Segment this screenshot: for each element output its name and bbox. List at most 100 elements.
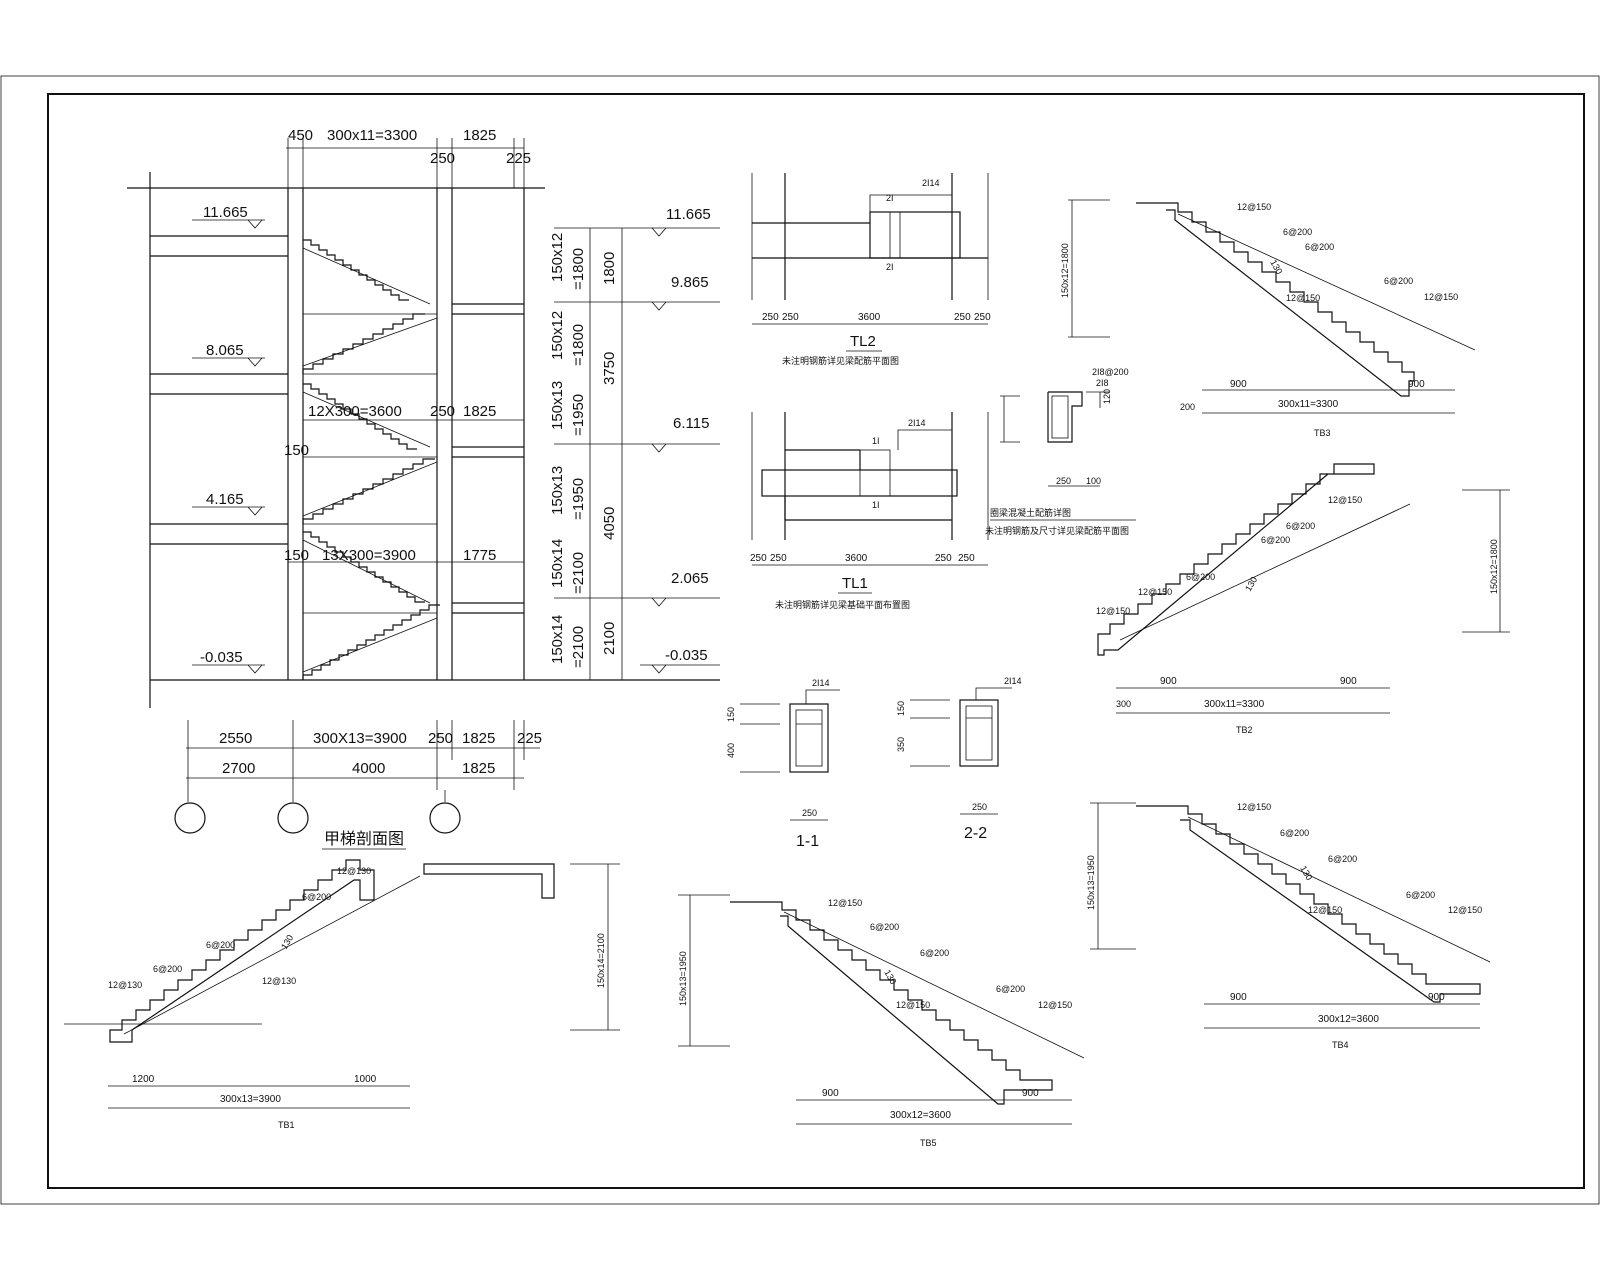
dim-label: 225 (517, 730, 542, 747)
stair-detail-tb1: 150x14=2100 12@130 6@200 6@200 6@200 12@… (64, 859, 620, 1130)
dim-label: 250 (802, 808, 817, 818)
dim-label: 900 (1022, 1088, 1039, 1099)
rebar-label: 6@200 (153, 964, 182, 974)
dim-label: 250 (430, 403, 455, 420)
elevation-label: 6.115 (673, 415, 709, 432)
ring-beam-detail: 2I8@200 2I8 120 250 100 圈梁混凝土配筋详图 未注明钢筋及… (985, 367, 1136, 536)
rebar-label: 130 (279, 933, 295, 951)
vert-dim: =1800 (570, 324, 587, 366)
bottom-dimensions: 2550 300X13=3900 250 1825 225 2700 4000 … (186, 720, 542, 790)
dim-label: 900 (1230, 379, 1247, 390)
vert-dim: =1950 (570, 394, 587, 436)
dim-label: 13X300=3900 (322, 547, 416, 564)
dim-label: 120 (1102, 389, 1112, 404)
rebar-label: 12@150 (1308, 905, 1342, 915)
elevation-label: 2.065 (671, 570, 709, 587)
dim-label: 250 (430, 150, 455, 167)
dim-label: 350 (896, 737, 906, 752)
dim-label: 1775 (463, 547, 496, 564)
dim-label: 250 (972, 802, 987, 812)
stair-detail-tb5: 150x13=1950 12@150 6@200 6@200 6@200 12@… (678, 894, 1085, 1148)
section-1-1: 2I14 150 400 250 1-1 (726, 678, 840, 850)
rebar-label: 2I8 (1096, 378, 1109, 388)
vert-dim: 150x13 (549, 381, 566, 430)
rebar-label: 12@150 (1448, 905, 1482, 915)
elevation-label: 9.865 (671, 274, 709, 291)
dim-label: 12X300=3600 (308, 403, 402, 420)
dim-label: 2700 (222, 760, 255, 777)
rebar-label: 12@130 (108, 980, 142, 990)
vert-dim: =1950 (570, 478, 587, 520)
dim-label: 250 (750, 553, 767, 564)
rebar-label: 6@200 (1280, 828, 1309, 838)
elevation-label: 4.165 (206, 491, 244, 508)
axis-bubble (429, 802, 461, 834)
vert-dim: 150x12 (549, 311, 566, 360)
stair-id: TB5 (920, 1138, 937, 1148)
dim-label: 900 (1408, 379, 1425, 390)
dim-label: 300x11=3300 (1278, 399, 1339, 410)
rebar-label: 6@200 (920, 948, 949, 958)
dim-label: 1825 (463, 127, 496, 144)
dim-label: 3600 (858, 312, 881, 323)
rebar-label: 12@130 (337, 866, 371, 876)
dim-label: 300x11=3300 (327, 127, 417, 144)
rebar-label: 6@200 (1261, 535, 1290, 545)
vert-dim: 150x13 (549, 466, 566, 515)
dim-label: 250 (958, 553, 975, 564)
vertical-dimensions: 150x12 =1800 150x12 =1800 150x13 =1950 1… (549, 227, 720, 680)
dim-label: 250 (770, 553, 787, 564)
dim-label: 900 (1428, 992, 1445, 1003)
rebar-label: 6@200 (996, 984, 1025, 994)
dim-label: 250 (762, 312, 779, 323)
stair-detail-tb3: 150x12=1800 12@150 6@200 6@200 6@200 12@… (1060, 199, 1476, 438)
stair-detail-tb2: 150x12=1800 12@150 6@200 6@200 6@200 12@… (1096, 463, 1510, 735)
rebar-label: 12@150 (1328, 495, 1362, 505)
vert-dim: =1800 (570, 248, 587, 290)
beam-label: TL2 (850, 333, 876, 350)
dim-label: 4000 (352, 760, 385, 777)
vert-total: 4050 (601, 507, 618, 540)
dim-label: 150x13=1950 (1086, 855, 1096, 910)
dim-label: 100 (1086, 476, 1101, 486)
dim-label: 250 (974, 312, 991, 323)
dim-label: 300x11=3300 (1204, 699, 1265, 710)
beam-note: 未注明钢筋详见梁基础平面布置图 (775, 599, 910, 610)
dim-label: 400 (726, 743, 736, 758)
elevation-label: -0.035 (665, 647, 708, 664)
dim-label: 2550 (219, 730, 252, 747)
rebar-label: 12@130 (262, 976, 296, 986)
stair-id: TB2 (1236, 725, 1253, 735)
rebar-label: 6@200 (1406, 890, 1435, 900)
dim-label: 250 (782, 312, 799, 323)
dim-label: 150 (896, 701, 906, 716)
rebar-label: 12@150 (1424, 292, 1458, 302)
dim-label: 300X13=3900 (313, 730, 407, 747)
rebar-label: 6@200 (206, 940, 235, 950)
rebar-label: 6@200 (1283, 227, 1312, 237)
rebar-label: 2I14 (1004, 676, 1022, 686)
vert-total: 1800 (601, 252, 618, 285)
beam-tl2: 2I 2I 2I14 250 250 3600 250 250 TL2 未注明钢… (751, 173, 991, 366)
dim-label: 900 (1160, 676, 1177, 687)
inner-frame (47, 93, 1585, 1189)
rebar-label: 6@200 (1186, 572, 1215, 582)
dim-label: 900 (1340, 676, 1357, 687)
mid-dimensions: 12X300=3600 250 1825 150 150 13X300=3900… (284, 403, 524, 564)
axis-bubble (174, 802, 206, 834)
rebar-label: 6@200 (302, 892, 331, 902)
rebar-label: 6@200 (1305, 242, 1334, 252)
dim-label: 250 (954, 312, 971, 323)
rebar-label: 6@200 (1328, 854, 1357, 864)
dim-label: 1000 (354, 1074, 377, 1085)
dim-label: 300x12=3600 (1318, 1014, 1379, 1025)
dim-label: 3600 (845, 553, 868, 564)
dim-label: 1825 (463, 403, 496, 420)
rebar-label: 12@150 (1096, 606, 1130, 616)
dim-label: 150 (726, 707, 736, 722)
dim-label: 900 (822, 1088, 839, 1099)
rebar-label: 12@150 (828, 898, 862, 908)
beam-note: 未注明钢筋及尺寸详见梁配筋平面图 (985, 525, 1129, 536)
rebar-label: 2I14 (908, 418, 926, 428)
